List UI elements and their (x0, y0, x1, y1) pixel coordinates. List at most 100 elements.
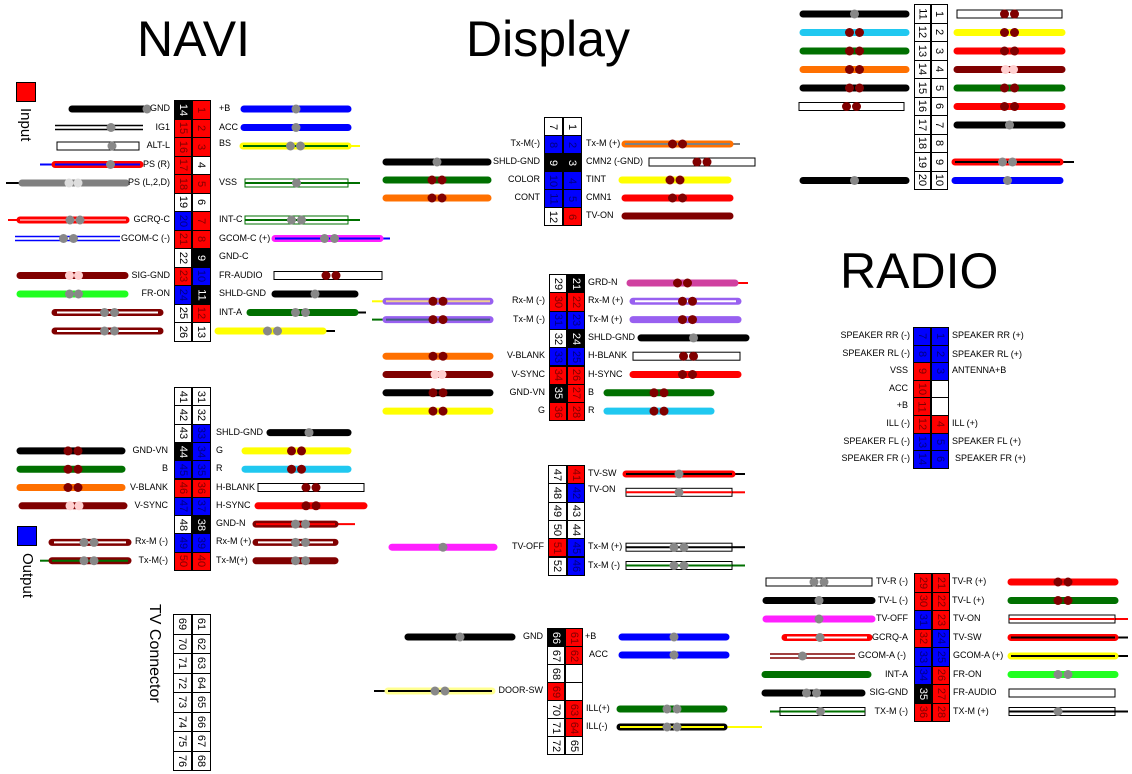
display-b-right-pin: 25 (567, 347, 585, 367)
harness-left-pin: 12 (914, 22, 931, 42)
pin-label: TX-M (-) (874, 705, 909, 716)
wire-marker (659, 388, 669, 398)
wire-marker (1053, 707, 1063, 716)
navi-top-left-pin: 24 (174, 285, 192, 305)
pin-number: 72 (176, 676, 189, 689)
radio-b-left-pin: 36 (914, 702, 932, 722)
pin-label: TV-R (+) (952, 576, 987, 586)
pin-number: 36 (917, 706, 929, 719)
display-d-right-pin: 65 (565, 736, 583, 755)
harness-right-pin: 8 (931, 133, 948, 153)
wire-marker (437, 175, 447, 185)
pin-number: 61 (568, 631, 580, 644)
navi-top-right-pin: 10 (192, 266, 211, 286)
wire (16, 289, 129, 299)
pin-number: 3 (195, 143, 208, 150)
wire-marker (79, 537, 89, 547)
pin-label: H-BLANK (216, 481, 256, 492)
display-b-left-pin: 34 (549, 365, 567, 385)
wire-marker (291, 123, 301, 132)
pin-label: TV-L (+) (952, 594, 985, 605)
harness-right-pin: 5 (931, 78, 948, 98)
pin-number: 6 (933, 103, 946, 110)
wire (799, 9, 910, 19)
pin-label: V-SYNC (134, 499, 168, 510)
pin-number: 10 (547, 174, 560, 187)
wire-marker (852, 102, 861, 111)
wire-marker (320, 234, 329, 243)
pin-number: 25 (570, 350, 582, 363)
pin-label: SPEAKER RR (+) (952, 330, 1024, 340)
harness-left-pin: 17 (914, 115, 931, 135)
pin-label: FR-ON (953, 668, 982, 679)
wire-marker (1000, 102, 1009, 111)
wire (951, 176, 1064, 185)
pin-label: G (216, 444, 224, 455)
pin-label: GCRQ-C (133, 214, 171, 224)
wire-marker (673, 278, 682, 288)
harness-right-pin: 10 (931, 170, 948, 190)
display-b-right-pin: 28 (567, 402, 585, 422)
harness-left-pin: 19 (914, 152, 931, 172)
pin-number: 4 (934, 421, 946, 428)
wire (625, 561, 745, 570)
pin-number: 25 (177, 307, 189, 320)
wire-marker (297, 446, 306, 456)
wire-marker (669, 561, 679, 570)
pin-label: GND (523, 631, 543, 641)
radio-a-right-pin: 5 (931, 432, 949, 452)
wire-marker (855, 83, 864, 93)
wire-marker (678, 193, 687, 203)
wire-marker (842, 102, 851, 111)
pin-label: INT-A (884, 668, 908, 679)
wire (1007, 577, 1119, 587)
pin-number: 43 (177, 427, 189, 440)
pin-number: 3 (934, 368, 946, 375)
pin-label: CMN1 (586, 192, 612, 202)
pin-number: 15 (177, 122, 189, 135)
wire-marker (674, 469, 684, 479)
wire (16, 271, 129, 280)
wire-marker (428, 406, 438, 416)
pin-label: ACC (219, 121, 239, 132)
pin-label: H-SYNC (588, 368, 623, 379)
pin-label: GCOM-A (-) (858, 650, 906, 660)
navi-bottom-right-pin: 32 (192, 405, 211, 425)
wire (629, 315, 742, 325)
navi-bottom-right-pin: 34 (192, 441, 211, 462)
navi-bottom-left-pin: 50 (174, 551, 192, 571)
wire (953, 120, 1066, 130)
display-d-left-pin: 71 (547, 718, 565, 737)
wire-marker (689, 333, 698, 343)
radio-a-left-pin: 13 (913, 432, 931, 452)
wire-marker (688, 370, 697, 379)
tv-connector-right-pin: 62 (192, 633, 211, 654)
output-color-swatch (17, 526, 37, 546)
navi-bottom-left-pin: 46 (174, 478, 192, 498)
wire-marker (331, 271, 341, 280)
pin-label: +B (219, 103, 231, 113)
wire (239, 141, 360, 151)
pin-number: 26 (570, 369, 582, 382)
radio-a-right-pin: 1 (931, 327, 949, 346)
wire-marker (100, 326, 109, 336)
wire (55, 123, 143, 132)
radio-b-right-pin: 25 (932, 647, 950, 667)
radio-a-left-pin: 12 (913, 415, 931, 434)
display-d-right-pin: 62 (565, 646, 583, 665)
pin-number: 14 (177, 103, 189, 116)
harness-left-pin: 13 (914, 41, 931, 61)
wire-marker (428, 351, 438, 361)
wire-marker (1008, 157, 1017, 167)
navi-top-right-pin: 4 (192, 155, 211, 175)
wire-marker (998, 157, 1007, 167)
pin-label: Tx-M (-) (588, 559, 620, 570)
pin-number: 2 (195, 125, 208, 132)
radio-title: RADIO (840, 243, 999, 299)
wire (51, 308, 164, 317)
pin-number: 39 (195, 536, 208, 550)
pin-number: 24 (935, 632, 947, 645)
pin-number: 1 (566, 123, 579, 130)
pin-number: 31 (552, 314, 564, 327)
display-a-right-pin: 1 (563, 117, 582, 136)
